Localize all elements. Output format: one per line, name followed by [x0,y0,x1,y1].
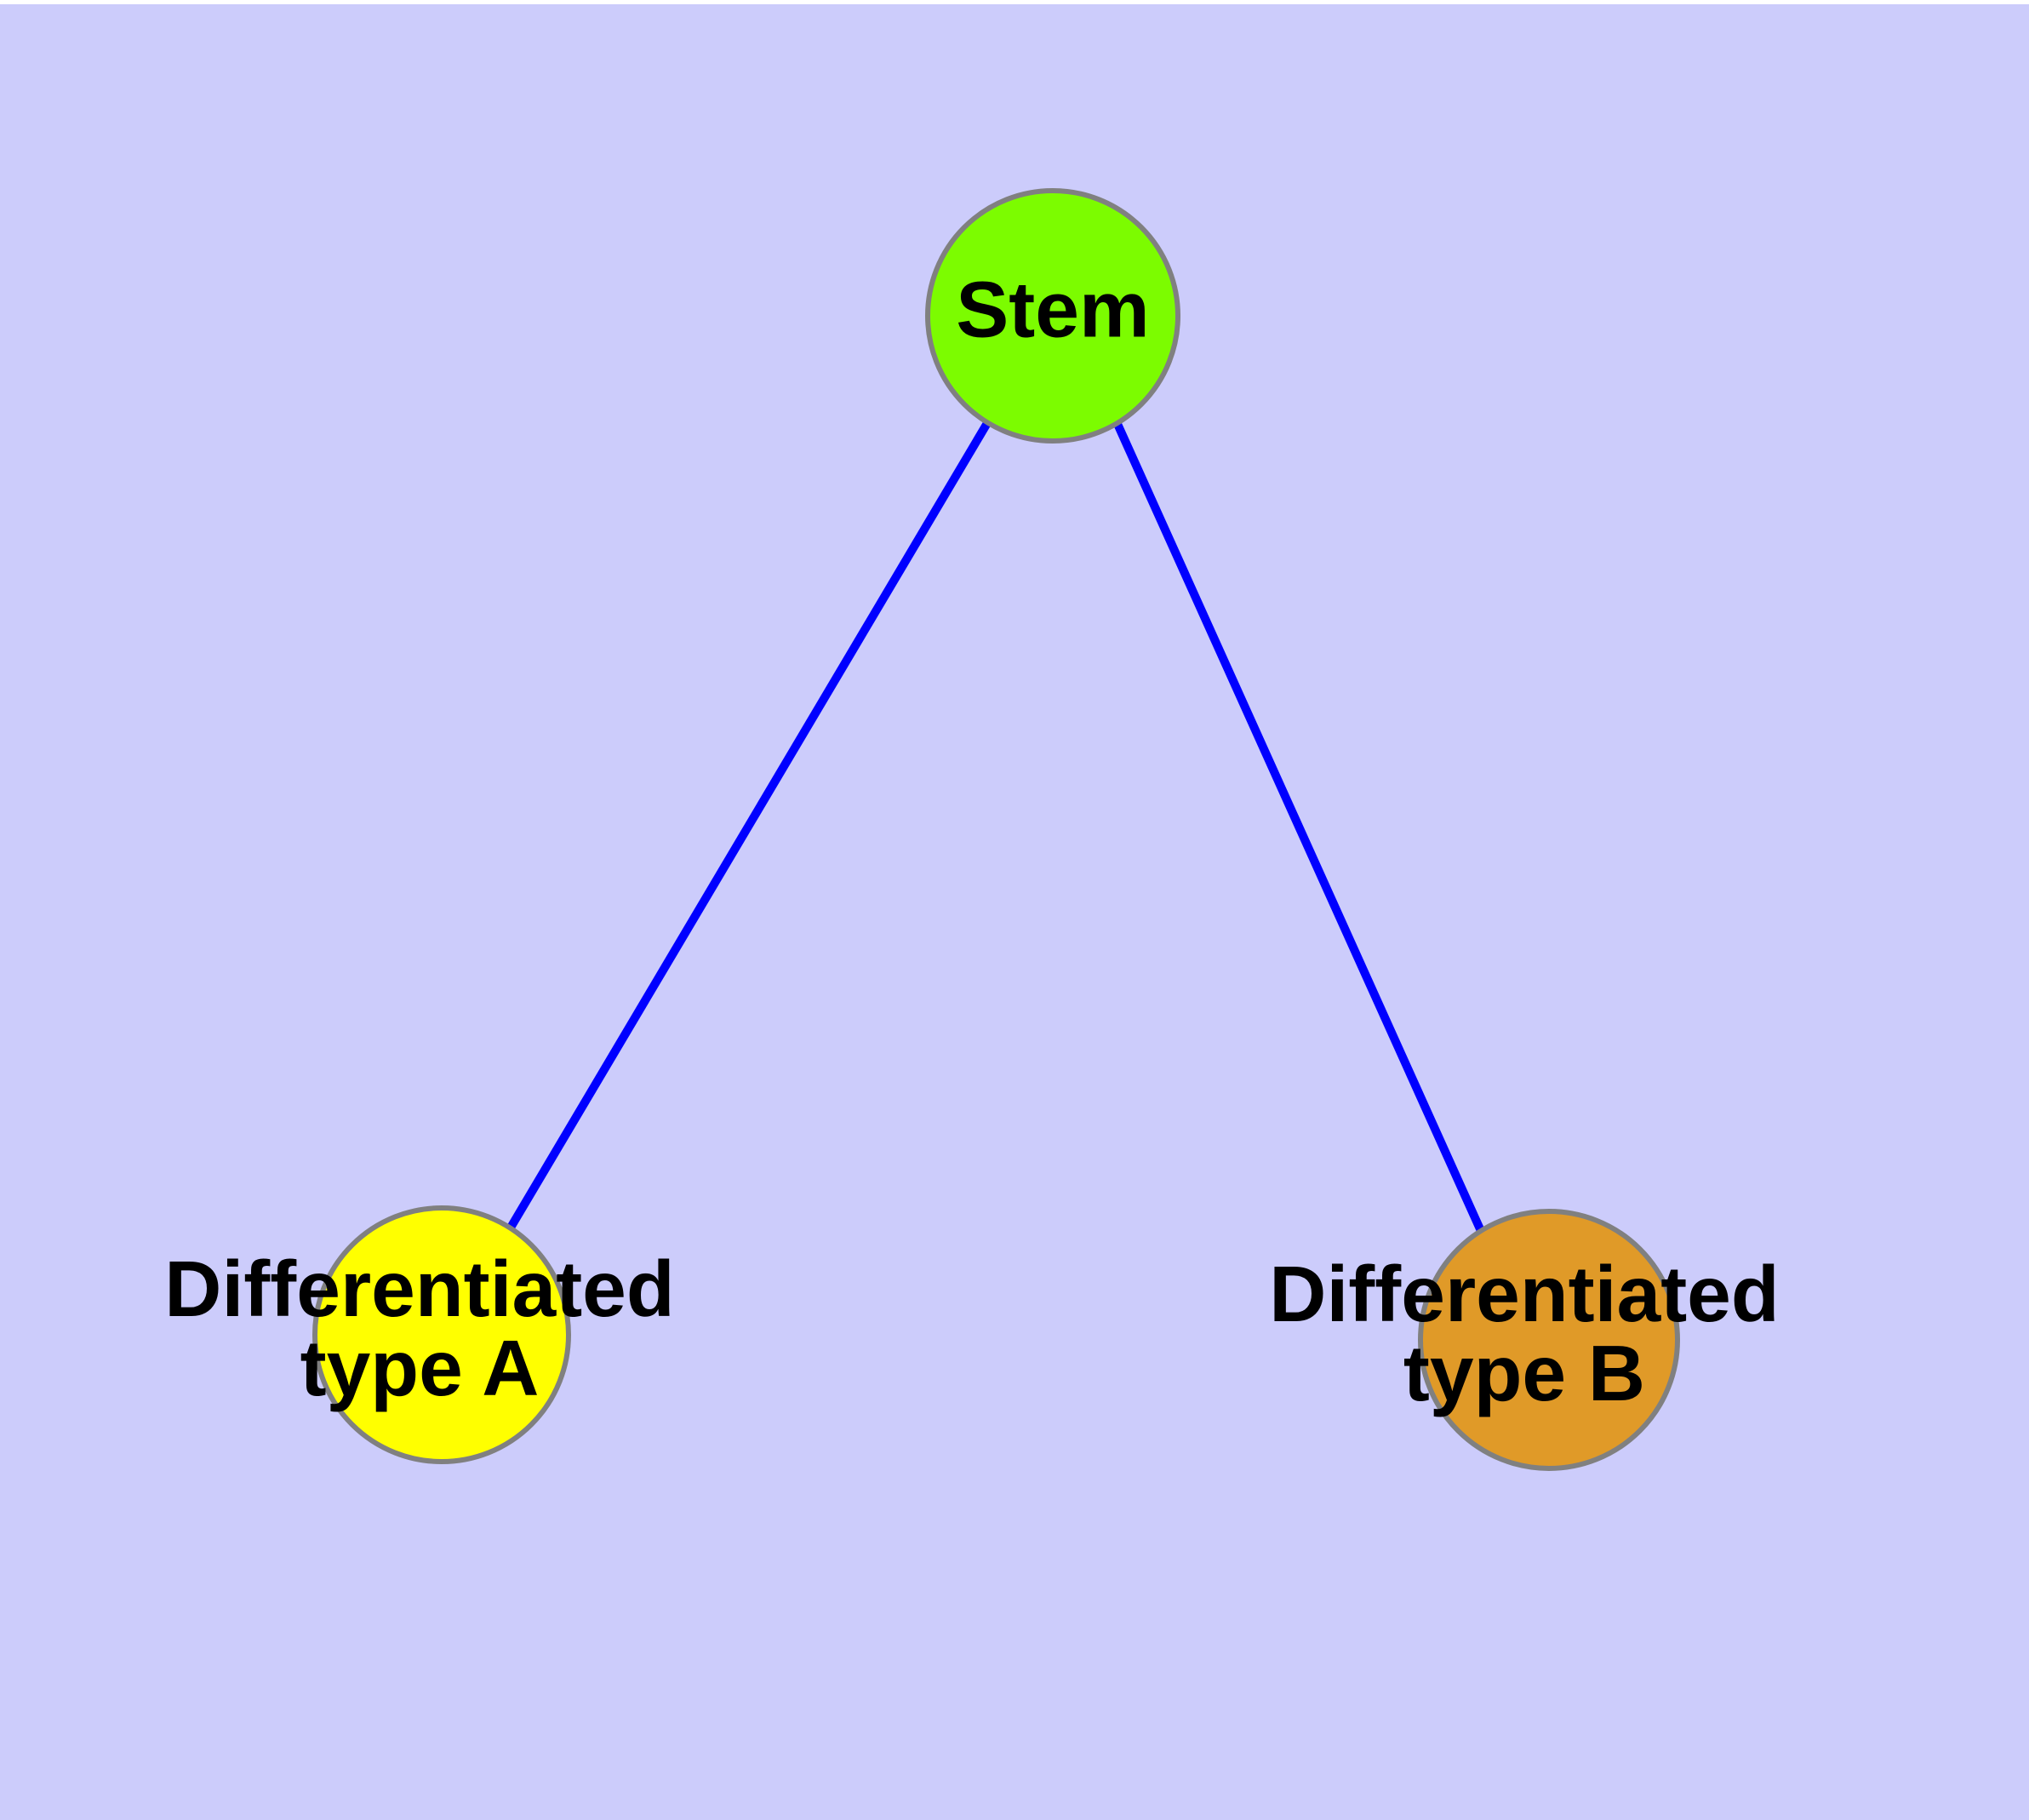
node-diff-a-label-line1: Differentiated [164,1245,674,1333]
node-diff-b[interactable]: Differentiated type B [1269,1209,1780,1471]
edge-stem-to-diff-b[interactable] [1113,421,1485,1233]
node-diff-b-label-line2: type B [1403,1329,1645,1417]
node-diff-a-label-line2: type A [300,1324,540,1412]
node-stem-circle[interactable] [925,188,1180,444]
edge-stem-to-diff-a[interactable] [506,421,992,1230]
node-diff-a-circle[interactable] [312,1205,571,1464]
edge-layer [506,421,1485,1233]
node-diff-b-circle[interactable] [1418,1209,1680,1471]
node-stem-label: Stem [956,266,1149,354]
node-diff-a[interactable]: Differentiated type A [164,1205,675,1464]
node-stem[interactable]: Stem [925,188,1180,444]
node-diff-b-label-line1: Differentiated [1269,1250,1779,1338]
